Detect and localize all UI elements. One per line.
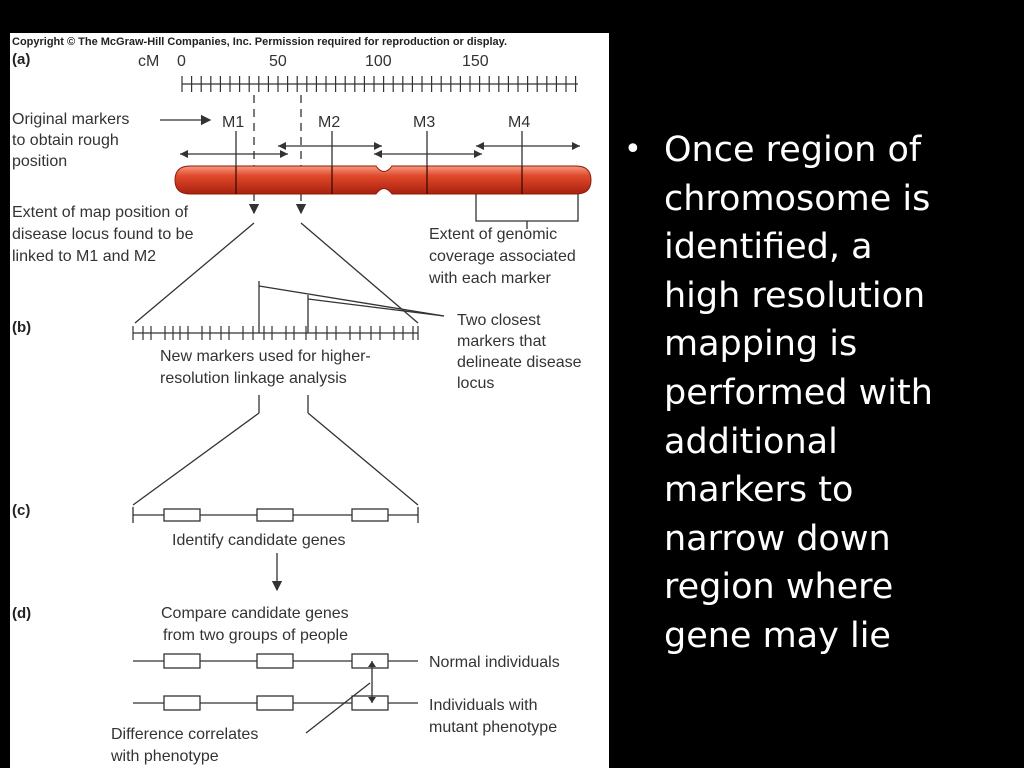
candidate-gene-box: [256, 508, 294, 522]
zoom-line-right-bc: [307, 412, 419, 506]
closest-pointer-1: [258, 285, 445, 317]
original-markers-label-3: position: [12, 153, 67, 170]
bullet-glyph: •: [624, 132, 642, 167]
difference-label-2: with phenotype: [110, 748, 219, 765]
marker-m3-label: M3: [413, 114, 435, 131]
two-closest-label-2: markers that: [457, 333, 546, 350]
axis-tick-100: 100: [365, 53, 392, 70]
original-markers-label-1: Original markers: [12, 111, 129, 128]
axis-tick-0: 0: [177, 53, 186, 70]
two-closest-label-1: Two closest: [457, 312, 541, 329]
new-markers-label-1: New markers used for higher-: [160, 348, 371, 365]
mutant-individuals-row: [133, 695, 418, 711]
extent-map-label-3: linked to M1 and M2: [12, 248, 156, 265]
difference-pointer: [305, 682, 371, 734]
extent-genomic-label-3: with each marker: [428, 270, 551, 287]
m4-coverage-bracket: [475, 194, 579, 222]
new-markers-label-2: resolution linkage analysis: [160, 370, 347, 387]
high-res-marker-ticks: [132, 326, 419, 340]
cm-axis-ticks: [181, 76, 577, 92]
candidate-gene-box: [163, 508, 201, 522]
copyright-notice: Copyright © The McGraw-Hill Companies, I…: [12, 36, 507, 48]
closest-pointer-2: [307, 298, 445, 317]
axis-unit: cM: [138, 53, 159, 70]
mutant-individuals-label-1: Individuals with: [429, 697, 538, 714]
marker-m2-label: M2: [318, 114, 340, 131]
extent-map-label-2: disease locus found to be: [12, 226, 194, 243]
axis-tick-150: 150: [462, 53, 489, 70]
mutant-individuals-label-2: mutant phenotype: [429, 719, 557, 736]
mapping-diagram: Copyright © The McGraw-Hill Companies, I…: [12, 36, 592, 765]
bullet-text: Once region of chromosome is identified,…: [664, 130, 933, 656]
candidate-gene-region: [132, 507, 419, 523]
axis-tick-50: 50: [269, 53, 287, 70]
genetic-mapping-figure: Copyright © The McGraw-Hill Companies, I…: [10, 33, 609, 768]
extent-map-label-1: Extent of map position of: [12, 204, 189, 221]
two-closest-label-3: delineate disease: [457, 354, 582, 371]
original-markers-label-2: to obtain rough: [12, 132, 119, 149]
panel-label-c: (c): [12, 502, 30, 519]
zoom-line-left-bc: [132, 412, 260, 506]
panel-label-b: (b): [12, 319, 31, 336]
extent-genomic-label-2: coverage associated: [429, 248, 576, 265]
two-closest-label-4: locus: [457, 375, 494, 392]
compare-candidates-label-2: from two groups of people: [163, 627, 348, 644]
marker-m4-label: M4: [508, 114, 530, 131]
difference-indicator: [368, 661, 376, 703]
marker-m1-label: M1: [222, 114, 244, 131]
coverage-arrows: [180, 142, 580, 158]
chromosome: [174, 165, 592, 195]
extent-genomic-label-1: Extent of genomic: [429, 226, 557, 243]
difference-label-1: Difference correlates: [111, 726, 258, 743]
normal-individuals-label: Normal individuals: [429, 654, 560, 671]
panel-label-a: (a): [12, 51, 30, 68]
normal-individuals-row: [133, 653, 418, 669]
zoom-line-right-ab: [300, 222, 419, 324]
panel-label-d: (d): [12, 605, 31, 622]
compare-candidates-label-1: Compare candidate genes: [161, 605, 349, 622]
identify-candidates-label: Identify candidate genes: [172, 532, 345, 549]
candidate-gene-box: [351, 508, 389, 522]
zoom-line-left-ab: [134, 222, 255, 324]
